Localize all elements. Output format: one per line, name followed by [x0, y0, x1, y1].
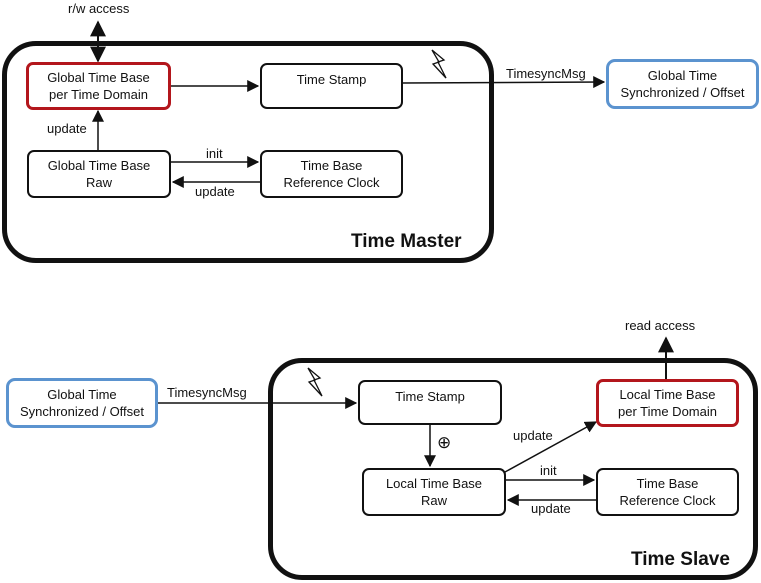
local-time-base-box: Local Time Base per Time Domain [596, 379, 739, 427]
global-time-base-box: Global Time Base per Time Domain [26, 62, 171, 110]
master-time-base-ref-clock-box: Time Base Reference Clock [260, 150, 403, 198]
slave-init-label: init [540, 463, 557, 478]
master-time-stamp-box: Time Stamp [260, 63, 403, 109]
slave-update-diag-label: update [513, 428, 553, 443]
time-slave-container [268, 358, 758, 580]
master-update-up-label: update [47, 121, 87, 136]
master-update-back-label: update [195, 184, 235, 199]
time-slave-title: Time Slave [631, 549, 730, 570]
slave-time-stamp-box: Time Stamp [358, 380, 502, 425]
time-master-title: Time Master [351, 231, 462, 252]
slave-timesync-label: TimesyncMsg [167, 385, 247, 400]
master-global-sync-offset-box: Global Time Synchronized / Offset [606, 59, 759, 109]
read-access-label: read access [625, 318, 696, 333]
slave-lightning-icon [307, 367, 323, 397]
master-init-label: init [206, 146, 223, 161]
slave-update-back-label: update [531, 501, 571, 516]
local-time-base-raw-box: Local Time Base Raw [362, 468, 506, 516]
master-timesync-label: TimesyncMsg [506, 66, 586, 81]
local-raw-to-local-update-arrow [504, 421, 598, 473]
master-lightning-icon [431, 49, 447, 79]
slave-global-sync-offset-box: Global Time Synchronized / Offset [6, 378, 158, 428]
time-master-container [2, 41, 494, 263]
slave-time-base-ref-clock-box: Time Base Reference Clock [596, 468, 739, 516]
master-timesync-arrow [402, 76, 606, 89]
oplus-symbol: ⊕ [437, 433, 452, 452]
rw-access-label: r/w access [68, 1, 130, 16]
global-time-base-raw-box: Global Time Base Raw [27, 150, 171, 198]
